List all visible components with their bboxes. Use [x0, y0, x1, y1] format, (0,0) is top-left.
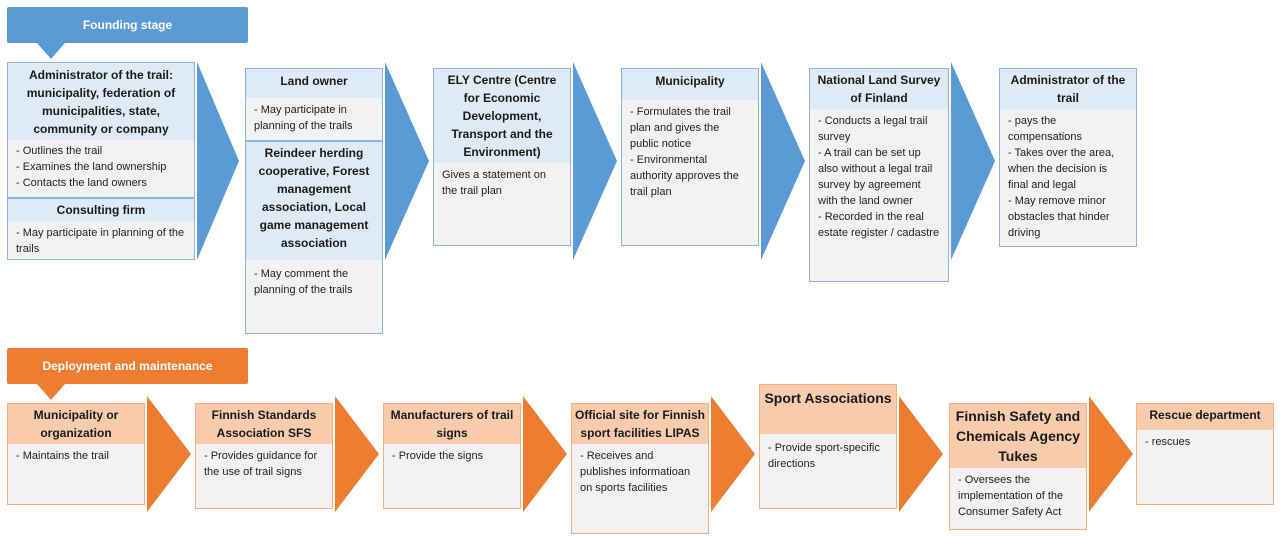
list-item: Gives a statement on the trail plan [442, 169, 546, 197]
box-body: Gives a statement on the trail plan [434, 163, 570, 203]
box-body: - Provide sport-specific directions [760, 434, 896, 476]
list-item: - May participate in planning of the tra… [254, 104, 353, 132]
flow-arrow [899, 396, 945, 512]
box-title: National Land Survey of Finland [810, 69, 948, 109]
box-body: - Receives and publishes informatioan on… [572, 444, 708, 500]
box-lipas: Official site for Finnish sport faciliti… [571, 403, 709, 534]
box-body: - Provide the signs [384, 444, 520, 468]
box-body: - Maintains the trail [8, 444, 144, 468]
list-item: - Outlines the trail [16, 145, 103, 157]
callout-tail [37, 384, 65, 400]
box-title: ELY Centre (Centre for Economic Developm… [434, 69, 570, 163]
box-title: Official site for Finnish sport faciliti… [572, 404, 708, 444]
box-administrator: Administrator of the trail: municipality… [7, 62, 195, 260]
box-title: Municipality [622, 69, 758, 100]
list-item: - Provide the signs [392, 450, 484, 462]
list-item: - May participate in planning of the tra… [16, 227, 185, 255]
list-item: - Contacts the land owners [16, 177, 147, 189]
box-body: - rescues [1137, 430, 1273, 454]
box-land-owner: Land owner - May participate in planning… [245, 68, 383, 334]
box-body: - May participate in planning of the tra… [246, 98, 382, 138]
box-subbody: - May comment the planning of the trails [246, 260, 382, 302]
flow-arrow [711, 396, 757, 512]
deployment-stage-text: Deployment and maintenance [42, 359, 213, 373]
flow-arrow [523, 396, 569, 512]
list-item: - Conducts a legal trail survey [818, 115, 928, 143]
list-item: - Provides guidance for the use of trail… [204, 450, 318, 478]
callout-tail [37, 43, 65, 59]
list-item: - Oversees the implementation of the Con… [958, 474, 1064, 518]
deployment-stage-label: Deployment and maintenance [7, 348, 248, 400]
box-body: - Outlines the trail - Examines the land… [8, 140, 194, 195]
founding-stage-label: Founding stage [7, 7, 248, 59]
box-tukes: Finnish Safety and Chemicals Agency Tuke… [949, 403, 1087, 530]
list-item: - rescues [1145, 436, 1191, 448]
box-title: Finnish Standards Association SFS [196, 404, 332, 444]
list-item: - Receives and publishes informatioan on… [580, 450, 691, 494]
flow-arrow [1089, 396, 1135, 512]
list-item: - Examines the land ownership [16, 161, 167, 173]
flow-arrow [951, 62, 997, 260]
box-title: Sport Associations [760, 385, 896, 434]
list-item: - pays the compensations [1008, 115, 1082, 143]
box-title: Rescue department [1137, 404, 1273, 430]
box-title: Finnish Safety and Chemicals Agency Tuke… [950, 404, 1086, 468]
box-municipality: Municipality - Formulates the trail plan… [621, 68, 759, 246]
founding-stage-text: Founding stage [82, 18, 173, 32]
list-item: - Takes over the area, when the decision… [1008, 147, 1115, 191]
box-title: Land owner [246, 69, 382, 98]
flow-arrow [197, 62, 241, 260]
box-ely-centre: ELY Centre (Centre for Economic Developm… [433, 68, 571, 246]
flow-arrow [761, 62, 807, 260]
box-finnish-standards: Finnish Standards Association SFS - Prov… [195, 403, 333, 509]
box-sport-associations: Sport Associations - Provide sport-speci… [759, 384, 897, 509]
flow-arrow [573, 62, 619, 260]
list-item: - May comment the planning of the trails [254, 268, 353, 296]
flow-arrow [385, 62, 431, 260]
box-administrator-final: Administrator of the trail - pays the co… [999, 68, 1137, 247]
box-sign-manufacturers: Manufacturers of trail signs - Provide t… [383, 403, 521, 509]
box-subtitle: Reindeer herding cooperative, Forest man… [246, 140, 382, 260]
box-municipality-or-organization: Municipality or organization - Maintains… [7, 403, 145, 505]
box-subbody: - May participate in planning of the tra… [8, 221, 194, 261]
list-item: - Formulates the trail plan and gives th… [630, 106, 731, 150]
list-item: - Environmental authority approves the t… [630, 154, 739, 198]
list-item: - May remove minor obstacles that hinder… [1008, 195, 1110, 239]
box-body: - pays the compensations - Takes over th… [1000, 109, 1136, 245]
box-body: - Formulates the trail plan and gives th… [622, 100, 758, 204]
box-title: Municipality or organization [8, 404, 144, 444]
box-body: - Conducts a legal trail survey - A trai… [810, 109, 948, 245]
flow-arrow [147, 396, 193, 512]
box-subtitle: Consulting firm [8, 197, 194, 221]
list-item: - Recorded in the real estate register /… [818, 211, 940, 239]
box-title: Administrator of the trail: municipality… [8, 63, 194, 140]
flow-arrow [335, 396, 381, 512]
box-rescue-department: Rescue department - rescues [1136, 403, 1274, 505]
box-land-survey: National Land Survey of Finland - Conduc… [809, 68, 949, 282]
box-body: - Oversees the implementation of the Con… [950, 468, 1086, 524]
list-item: - A trail can be set up also without a l… [818, 147, 933, 207]
list-item: - Maintains the trail [16, 450, 109, 462]
box-body: - Provides guidance for the use of trail… [196, 444, 332, 484]
box-title: Administrator of the trail [1000, 69, 1136, 109]
box-title: Manufacturers of trail signs [384, 404, 520, 444]
list-item: - Provide sport-specific directions [768, 442, 880, 470]
